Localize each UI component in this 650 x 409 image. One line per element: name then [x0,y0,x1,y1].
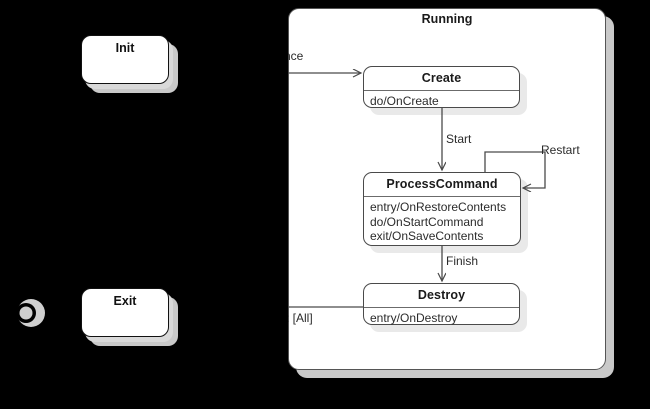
transition-label-start: Start [446,132,472,146]
state-init[interactable]: Init [81,35,169,84]
state-process-command[interactable]: ProcessCommand entry/OnRestoreContents d… [363,172,521,246]
state-destroy-activities: entry/OnDestroy [370,311,458,326]
transition-label-into-create: nce [284,49,304,63]
final-state-node[interactable] [12,296,46,330]
state-process-command-label: ProcessCommand [386,177,498,191]
foreground-occluder-top [0,0,650,8]
state-create-label: Create [421,71,462,85]
state-process-command-activities: entry/OnRestoreContents do/OnStartComman… [364,197,520,248]
state-exit[interactable]: Exit [81,288,169,337]
activity-exit: exit/OnSaveContents [370,229,484,244]
state-create[interactable]: Create do/OnCreate [363,66,520,108]
state-create-activities: do/OnCreate [370,94,439,109]
state-init-label: Init [115,41,135,55]
foreground-occluder-bottom [0,378,650,409]
foreground-occluder-right [614,0,650,409]
activity-entry: entry/OnRestoreContents [370,200,507,215]
state-destroy-label: Destroy [417,288,466,302]
transition-label-restart: Restart [541,143,580,157]
transition-label-finish: Finish [446,254,479,268]
state-exit-label: Exit [113,294,137,308]
state-create-divider [364,89,519,92]
state-destroy[interactable]: Destroy entry/OnDestroy [363,283,520,325]
composite-state-running-label: Running [421,12,473,26]
state-process-command-divider [364,195,520,198]
initial-state-node[interactable] [16,58,44,86]
activity-do: do/OnStartCommand [370,214,484,229]
state-destroy-divider [364,306,519,309]
